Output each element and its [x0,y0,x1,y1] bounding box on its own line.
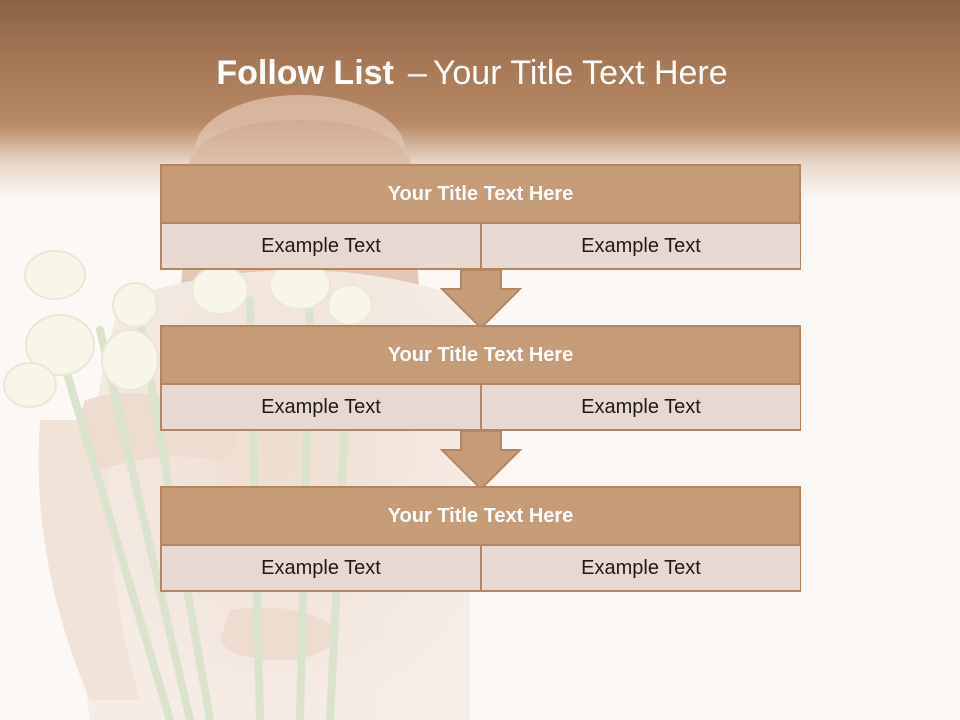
step-right-cell-3: Example Text [482,546,800,590]
step-left-cell-1: Example Text [162,224,480,268]
step-left-cell-3: Example Text [162,546,480,590]
step-box-1: Your Title Text Here Example Text Exampl… [160,164,801,270]
step-box-2: Your Title Text Here Example Text Exampl… [160,325,801,431]
slide-title-dash: – [407,54,427,92]
down-arrow-icon [440,430,522,491]
slide-title-bold: Follow List [216,54,394,92]
step-title-3: Your Title Text Here [162,488,799,544]
slide-title-rest: Your Title Text Here [432,54,728,92]
step-right-cell-2: Example Text [482,385,800,429]
step-title-1: Your Title Text Here [162,166,799,222]
step-title-2: Your Title Text Here [162,327,799,383]
step-box-3: Your Title Text Here Example Text Exampl… [160,486,801,592]
step-left-cell-2: Example Text [162,385,480,429]
down-arrow-icon [440,269,522,330]
step-right-cell-1: Example Text [482,224,800,268]
slide-title: Follow List–Your Title Text Here [0,54,944,93]
